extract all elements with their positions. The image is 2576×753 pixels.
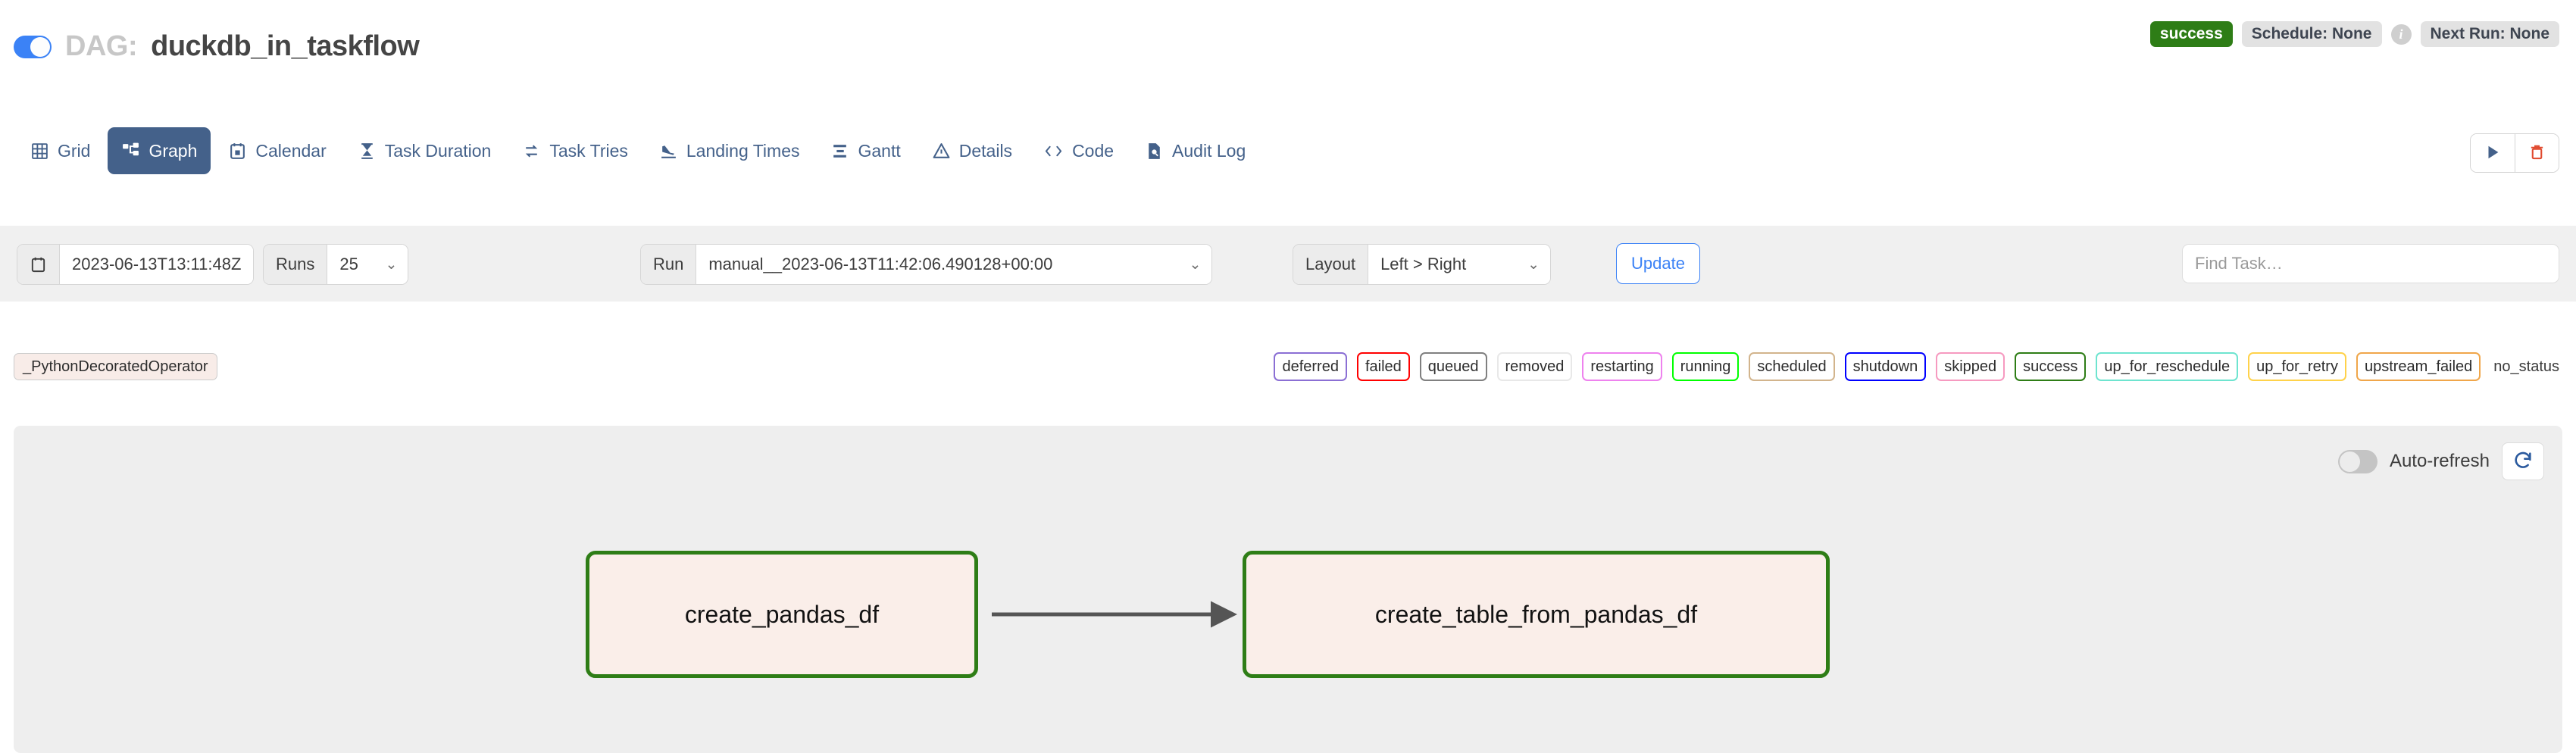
page-header: DAG: duckdb_in_taskflow success Schedule… xyxy=(0,0,2576,76)
tab-label: Task Tries xyxy=(549,140,628,161)
dag-run-value: manual__2023-06-13T11:42:06.490128+00:00 xyxy=(708,255,1053,273)
status-legend-restarting[interactable]: restarting xyxy=(1582,352,1662,381)
trash-icon xyxy=(2528,143,2546,163)
tab-task-duration[interactable]: Task Duration xyxy=(344,127,505,174)
retry-icon xyxy=(522,142,541,161)
layout-value: Left > Right xyxy=(1380,255,1467,273)
status-legend-upstream-failed[interactable]: upstream_failed xyxy=(2356,352,2481,381)
status-legend-failed[interactable]: failed xyxy=(1356,352,1410,381)
tab-details[interactable]: Details xyxy=(918,127,1026,174)
execution-date-value[interactable]: 2023-06-13T13:11:48Z xyxy=(60,245,254,284)
operator-legend-chip: _PythonDecoratedOperator xyxy=(14,353,217,380)
info-icon[interactable]: i xyxy=(2390,23,2412,45)
status-legend-running[interactable]: running xyxy=(1671,352,1740,381)
status-legend-up-for-retry[interactable]: up_for_retry xyxy=(2248,352,2346,381)
execution-date-group: 2023-06-13T13:11:48Z xyxy=(17,244,255,285)
run-filter-bar: 2023-06-13T13:11:48Z Runs 25 ⌄ Run manua… xyxy=(0,226,2576,302)
update-button[interactable]: Update xyxy=(1616,243,1700,284)
auto-refresh-toggle-knob xyxy=(2339,451,2360,472)
tab-label: Gantt xyxy=(858,140,901,161)
play-icon xyxy=(2484,144,2501,163)
status-badge: success xyxy=(2149,21,2233,47)
layout-select[interactable]: Left > Right ⌄ xyxy=(1368,245,1551,284)
status-legend-up-for-reschedule[interactable]: up_for_reschedule xyxy=(2096,352,2239,381)
code-icon xyxy=(1043,142,1064,161)
graph-icon xyxy=(121,142,140,161)
gantt-icon xyxy=(830,142,849,161)
dag-label: DAG: xyxy=(65,30,138,62)
status-legend-success[interactable]: success xyxy=(2015,352,2087,381)
status-legend-scheduled[interactable]: scheduled xyxy=(1749,352,1835,381)
grid-icon xyxy=(30,142,49,161)
tab-label: Audit Log xyxy=(1172,140,1246,161)
dag-title: DAG: duckdb_in_taskflow xyxy=(14,30,420,63)
tab-task-tries[interactable]: Task Tries xyxy=(508,127,642,174)
chevron-down-icon: ⌄ xyxy=(385,256,398,273)
warning-icon xyxy=(932,142,951,161)
calendar-icon xyxy=(228,142,247,161)
tab-graph[interactable]: Graph xyxy=(108,127,211,174)
status-legend-deferred[interactable]: deferred xyxy=(1274,352,1347,381)
tab-label: Task Duration xyxy=(384,140,492,161)
audit-log-icon xyxy=(1145,142,1164,161)
dag-run-select[interactable]: manual__2023-06-13T11:42:06.490128+00:00… xyxy=(696,245,1212,284)
graph-canvas[interactable]: create_pandas_df create_table_from_panda… xyxy=(14,426,2562,753)
status-legend-queued[interactable]: queued xyxy=(1419,352,1487,381)
task-node-create-table-from-pandas-df[interactable]: create_table_from_pandas_df xyxy=(1243,551,1830,678)
calendar-icon[interactable] xyxy=(17,245,60,284)
dag-name: duckdb_in_taskflow xyxy=(151,30,420,62)
dag-pause-toggle[interactable] xyxy=(14,35,52,58)
tab-label: Landing Times xyxy=(686,140,800,161)
run-label: Run xyxy=(641,245,697,284)
task-node-label: create_pandas_df xyxy=(684,600,880,628)
tab-label: Graph xyxy=(148,140,198,161)
refresh-icon xyxy=(2512,450,2534,473)
status-legend-list: deferred failed queued removed restarting run… xyxy=(1274,352,2562,381)
tab-list: Grid Graph Calendar xyxy=(17,127,1259,174)
refresh-button[interactable] xyxy=(2502,442,2544,480)
tab-label: Details xyxy=(958,140,1013,161)
status-legend-removed[interactable]: removed xyxy=(1496,352,1573,381)
delete-dag-button[interactable] xyxy=(2515,134,2559,172)
tab-label: Code xyxy=(1072,140,1114,161)
landing-icon xyxy=(659,142,678,161)
tab-landing-times[interactable]: Landing Times xyxy=(646,127,814,174)
graph-panel: Auto-refresh create_pandas_df create_tab… xyxy=(14,426,2562,753)
layout-label: Layout xyxy=(1293,245,1369,284)
chevron-down-icon: ⌄ xyxy=(1189,256,1202,273)
runs-count-select[interactable]: 25 ⌄ xyxy=(327,245,408,284)
dag-run-group: Run manual__2023-06-13T11:42:06.490128+0… xyxy=(640,244,1213,285)
auto-refresh-label: Auto-refresh xyxy=(2389,451,2490,471)
runs-count-value: 25 xyxy=(339,255,358,273)
dag-tab-bar: Grid Graph Calendar xyxy=(0,127,2576,198)
graph-edges xyxy=(992,601,1237,628)
task-node-create-pandas-df[interactable]: create_pandas_df xyxy=(586,551,978,678)
tab-label: Grid xyxy=(58,140,91,161)
tab-label: Calendar xyxy=(255,140,327,161)
chevron-down-icon: ⌄ xyxy=(1527,256,1540,273)
tab-audit-log[interactable]: Audit Log xyxy=(1131,127,1259,174)
trigger-dag-button[interactable] xyxy=(2471,134,2515,172)
status-legend-skipped[interactable]: skipped xyxy=(1936,352,2005,381)
header-status-group: success Schedule: None i Next Run: None xyxy=(2149,21,2559,47)
hourglass-icon xyxy=(358,142,377,161)
layout-group: Layout Left > Right ⌄ xyxy=(1293,244,1552,285)
auto-refresh-toggle[interactable] xyxy=(2337,449,2377,473)
task-node-label: create_table_from_pandas_df xyxy=(1374,600,1698,628)
runs-label: Runs xyxy=(264,245,328,284)
dag-pause-toggle-knob xyxy=(30,36,50,57)
tab-grid[interactable]: Grid xyxy=(17,127,104,174)
tab-code[interactable]: Code xyxy=(1030,127,1127,174)
next-run-badge: Next Run: None xyxy=(2420,21,2559,47)
dag-action-buttons xyxy=(2470,133,2559,173)
runs-count-group: Runs 25 ⌄ xyxy=(263,244,409,285)
schedule-badge: Schedule: None xyxy=(2241,21,2382,47)
find-task-input[interactable] xyxy=(2182,244,2559,283)
status-legend-no-status: no_status xyxy=(2493,358,2559,375)
tab-gantt[interactable]: Gantt xyxy=(817,127,914,174)
graph-controls: Auto-refresh xyxy=(2337,442,2544,480)
tab-calendar[interactable]: Calendar xyxy=(214,127,339,174)
status-legend-shutdown[interactable]: shutdown xyxy=(1844,352,1927,381)
